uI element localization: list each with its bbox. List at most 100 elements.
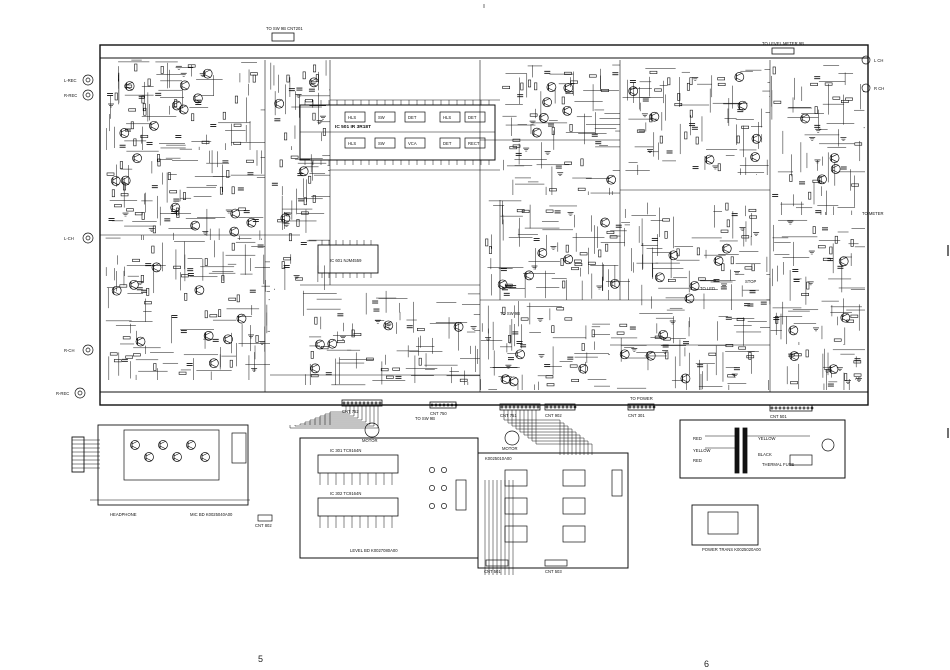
connector-strip [769,404,813,412]
connector-pin [528,405,532,409]
connector-pin [557,405,561,409]
resistor-symbol [748,208,757,212]
transistor-emitter [145,457,153,462]
transistor-collector [153,263,160,267]
connector-pin [504,405,508,409]
harness-wire [299,406,371,425]
connector-pin [545,405,549,409]
transistor-emitter [601,223,609,227]
transistor-collector [736,72,743,77]
harness-wire [531,410,589,455]
transistor-symbol [229,226,240,237]
resistor-symbol [561,96,565,105]
transistor-collector [723,244,730,248]
transistor-symbol [713,255,724,266]
key-connector [611,469,623,497]
ic-function-block [404,111,426,123]
resistor-symbol [812,179,821,183]
transistor-collector [818,175,826,179]
resistor-symbol [320,346,329,350]
cnt-802-label: CNT 802 [255,523,272,528]
ic-601-label: IC 601 NJM4559 [330,258,362,263]
transistor-symbol [274,98,285,109]
resistor-symbol [818,175,822,184]
transistor-symbol [524,270,534,281]
resistor-symbol [726,219,730,228]
resistor-symbol [301,211,309,215]
transistor-collector [660,330,667,335]
resistor-symbol [817,245,826,249]
resistor-symbol [315,74,319,82]
transistor-symbol [236,313,247,324]
transistor-emitter [832,169,839,174]
transistor-collector [196,285,203,290]
transistor-symbol [542,97,552,108]
transistor-collector [621,350,628,354]
resistor-symbol [654,88,662,92]
key-switch [562,525,586,543]
misc-label: TO LED [700,286,715,291]
resistor-symbol [789,174,793,182]
connector-strip [544,403,576,411]
connector-pin [350,401,354,405]
resistor-symbol [238,207,246,211]
transformer-label: THERMAL FUSE [762,462,794,467]
transistor-collector [224,335,232,339]
transistor-collector [801,114,809,118]
ic-block-label: SW [378,115,385,120]
cnt-802 [257,514,273,522]
resistor-symbol [222,111,226,120]
transistor-symbol [606,174,617,185]
resistor-symbol [619,323,628,327]
transistor-collector [656,273,663,277]
connector-pin [346,401,350,405]
transistor-emitter [842,318,849,322]
connector-pin [810,406,814,410]
transistor-collector [840,256,847,261]
connector-pin [648,405,652,409]
transistor-symbol [830,164,841,174]
resistor-symbol [730,256,734,265]
transistor-collector [832,164,839,169]
resistor-symbol [677,93,681,101]
transistor-collector [790,326,797,330]
transistor-emitter [543,102,551,107]
transistor-symbol [172,452,182,462]
resistor-symbol [312,112,316,121]
ic-block-label: SW [378,141,385,146]
resistor-symbol [834,235,838,244]
ic-function-block [464,137,486,149]
connector-pin [434,403,438,407]
transistor-collector [122,176,129,180]
harness-wire [535,410,593,455]
transistor-emitter [739,106,746,110]
input-jack-label: L-CH [64,236,74,241]
transistor-symbol [619,349,630,360]
resistor-symbol [283,257,291,261]
input-jack [74,387,86,399]
resistor-symbol [851,183,859,187]
resistor-symbol [579,252,588,256]
transistor-symbol [170,202,181,213]
ac-plug [821,438,835,452]
transistor-collector [172,203,179,207]
transistor-collector [751,152,759,157]
transistor-collector [276,99,283,103]
transistor-emitter [706,160,713,164]
input-jack-label: R-REC [56,391,69,396]
transistor-emitter [656,278,663,282]
transformer-label: RED [693,436,702,441]
key-switch [562,497,586,515]
connector-pin [342,401,346,405]
transistor-collector [126,81,133,86]
resistor-symbol [141,212,145,220]
resistor-symbol [748,352,752,360]
connector-pin [640,405,644,409]
connector-pin [628,405,632,409]
transistor-emitter [548,87,555,92]
transistor-symbol [190,220,200,231]
ic-301-label: IC 301 TC9164N [330,448,361,453]
resistor-symbol [147,78,151,87]
transistor-emitter [790,331,797,335]
level-connector [455,479,467,511]
